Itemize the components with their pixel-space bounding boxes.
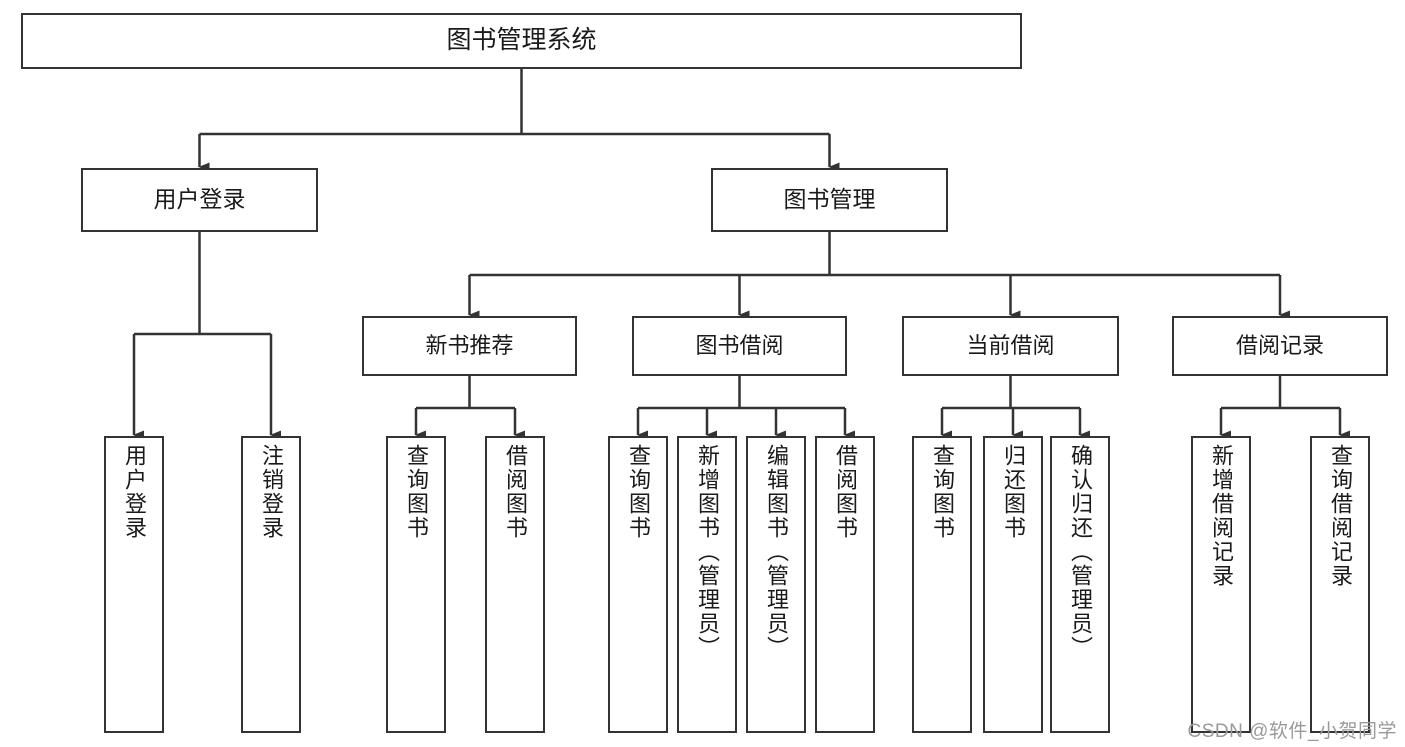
node-leaf-add-book-label: 新增图书（管理员） xyxy=(695,444,720,660)
node-borrow-record-label: 借阅记录 xyxy=(1235,333,1324,359)
node-leaf-return-book[interactable]: 归还图书 xyxy=(983,436,1043,733)
node-new-book-recommend[interactable]: 新书推荐 xyxy=(362,316,577,376)
node-leaf-user-logout[interactable]: 注销登录 xyxy=(241,436,301,733)
node-leaf-edit-book-label: 编辑图书（管理员） xyxy=(764,444,789,660)
node-leaf-user-login[interactable]: 用户登录 xyxy=(104,436,164,733)
node-current-borrow[interactable]: 当前借阅 xyxy=(902,316,1119,376)
node-root-label: 图书管理系统 xyxy=(446,26,597,55)
node-leaf-add-record[interactable]: 新增借阅记录 xyxy=(1191,436,1251,733)
node-leaf-query-book-nb[interactable]: 查询图书 xyxy=(386,436,446,733)
node-leaf-query-book-cb-label: 查询图书 xyxy=(930,444,955,540)
node-leaf-return-book-label: 归还图书 xyxy=(1001,444,1026,540)
node-book-manage[interactable]: 图书管理 xyxy=(711,168,948,232)
node-leaf-add-record-label: 新增借阅记录 xyxy=(1209,444,1234,588)
node-current-borrow-label: 当前借阅 xyxy=(966,333,1055,359)
node-leaf-confirm-return[interactable]: 确认归还（管理员） xyxy=(1050,436,1110,733)
node-leaf-query-record-label: 查询借阅记录 xyxy=(1328,444,1353,588)
node-leaf-user-logout-label: 注销登录 xyxy=(259,444,284,540)
node-leaf-add-book[interactable]: 新增图书（管理员） xyxy=(677,436,737,733)
node-leaf-user-login-label: 用户登录 xyxy=(122,444,147,540)
node-leaf-borrow-book-nb[interactable]: 借阅图书 xyxy=(485,436,545,733)
node-book-borrow-label: 图书借阅 xyxy=(695,333,784,359)
node-leaf-query-book-bb-label: 查询图书 xyxy=(626,444,651,540)
node-leaf-confirm-return-label: 确认归还（管理员） xyxy=(1068,444,1093,660)
node-user-login[interactable]: 用户登录 xyxy=(81,168,318,232)
node-book-manage-label: 图书管理 xyxy=(783,186,876,213)
node-leaf-query-book-nb-label: 查询图书 xyxy=(404,444,429,540)
node-book-borrow[interactable]: 图书借阅 xyxy=(632,316,847,376)
node-leaf-borrow-book-bb-label: 借阅图书 xyxy=(833,444,858,540)
node-new-book-recommend-label: 新书推荐 xyxy=(425,333,514,359)
watermark-label: CSDN @软件_小贺同学 xyxy=(1187,721,1397,742)
node-leaf-borrow-book-bb[interactable]: 借阅图书 xyxy=(815,436,875,733)
node-leaf-query-record[interactable]: 查询借阅记录 xyxy=(1310,436,1370,733)
node-leaf-query-book-bb[interactable]: 查询图书 xyxy=(608,436,668,733)
node-root[interactable]: 图书管理系统 xyxy=(21,13,1022,69)
node-user-login-label: 用户登录 xyxy=(153,186,246,213)
node-leaf-borrow-book-nb-label: 借阅图书 xyxy=(503,444,528,540)
node-borrow-record[interactable]: 借阅记录 xyxy=(1172,316,1388,376)
node-leaf-query-book-cb[interactable]: 查询图书 xyxy=(912,436,972,733)
node-leaf-edit-book[interactable]: 编辑图书（管理员） xyxy=(746,436,806,733)
